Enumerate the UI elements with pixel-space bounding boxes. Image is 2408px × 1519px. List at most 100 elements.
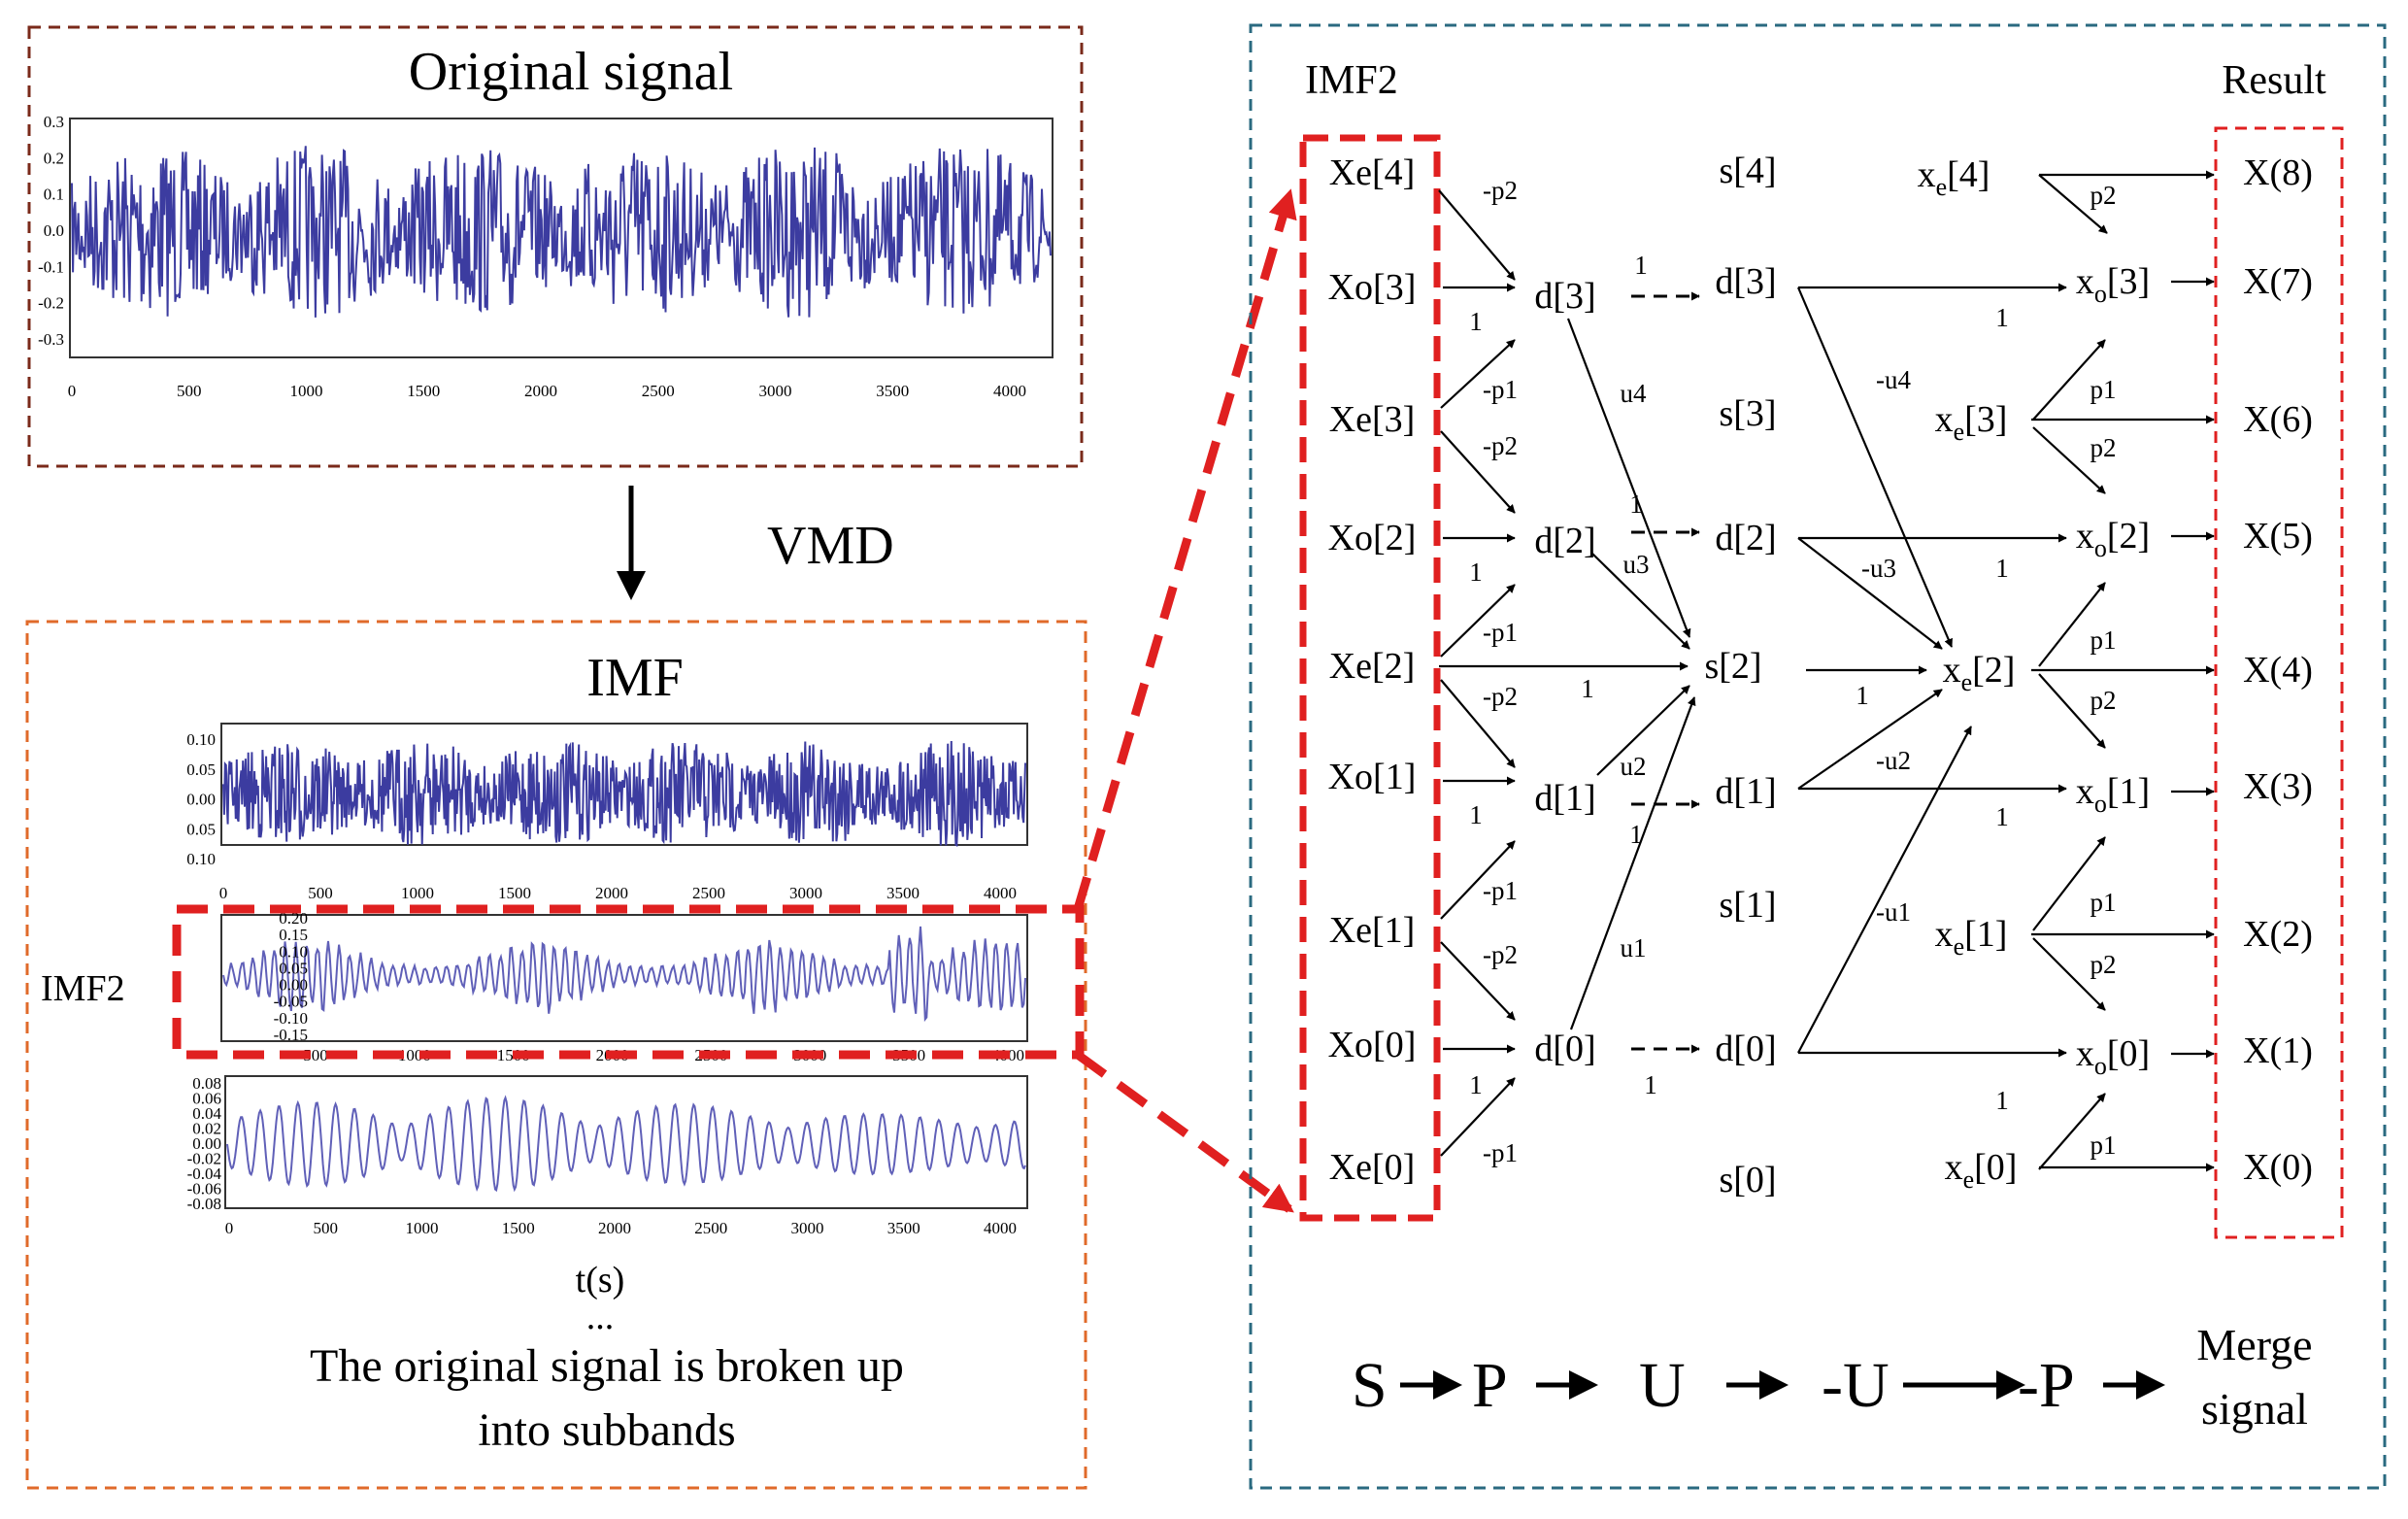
coef-label: p2: [2090, 686, 2117, 715]
flow-u: U: [1639, 1350, 1686, 1421]
input-node: Xe[0]: [1329, 1147, 1416, 1188]
output-node: X(0): [2243, 1147, 2313, 1188]
ellipsis: ...: [586, 1297, 615, 1337]
caption-line2: into subbands: [478, 1404, 735, 1456]
lifting-wires: [1438, 170, 2215, 1172]
lifting-box: [1249, 23, 2387, 1490]
output-node: X(4): [2243, 650, 2313, 691]
x-node: xe[0]: [1945, 1147, 2018, 1194]
x-tick-label: 2000: [524, 382, 557, 400]
x-tick-label: 1000: [290, 382, 323, 400]
x-node: xe[3]: [1935, 399, 2008, 446]
x-node: xo[3]: [2076, 261, 2150, 308]
coef-label: 1: [1469, 557, 1483, 587]
coef-label: p1: [2090, 375, 2117, 404]
x-tick-label: 3000: [759, 382, 792, 400]
coef-label: -u1: [1876, 897, 1911, 927]
y-tick-label: -0.02: [187, 1150, 221, 1168]
wire-arrow: [1440, 941, 1516, 1021]
wire-arrow: [2038, 582, 2106, 667]
coef-label: -u4: [1876, 365, 1911, 394]
x-tick-label: 2500: [694, 1219, 727, 1237]
x-tick-label: 1000: [401, 884, 434, 902]
wire-arrow: [1566, 318, 1691, 638]
lifting-nodes: Xe[4]Xo[3]Xe[3]Xo[2]Xe[2]Xo[1]Xe[1]Xo[0]…: [1328, 151, 2313, 1200]
d2-node: d[1]: [1715, 771, 1776, 812]
flow-minus-p: -P: [2018, 1350, 2075, 1421]
coef-label: 1: [1995, 303, 2009, 332]
flow-minus-u: -U: [1822, 1350, 1890, 1421]
wire-arrow: [2032, 339, 2106, 421]
input-node: Xo[0]: [1328, 1025, 1417, 1065]
output-node: X(3): [2243, 766, 2313, 807]
x-tick-label: 1000: [406, 1219, 439, 1237]
imf1-waveform: [222, 740, 1026, 847]
y-tick-label: -0.05: [274, 993, 308, 1011]
coef-label: 1: [1634, 251, 1648, 280]
d-node: d[3]: [1534, 276, 1595, 317]
coef-label: u2: [1621, 752, 1647, 781]
y-tick-label: -0.1: [38, 257, 64, 276]
x-tick-label: 1500: [498, 884, 531, 902]
imf3-waveform: [226, 1095, 1026, 1193]
output-node: X(2): [2243, 914, 2313, 955]
input-node: Xe[1]: [1329, 910, 1416, 951]
y-tick-label: -0.10: [274, 1009, 308, 1028]
input-node: Xe[4]: [1329, 152, 1416, 193]
x-node: xo[2]: [2076, 516, 2150, 562]
y-tick-label: -0.06: [187, 1180, 221, 1198]
s-node: s[4]: [1719, 151, 1776, 191]
coef-label: u3: [1623, 550, 1650, 579]
s-node: s[3]: [1719, 393, 1776, 434]
x-node: xo[1]: [2076, 771, 2150, 818]
y-tick-label: 0.00: [279, 976, 308, 995]
coef-label: 1: [1995, 554, 2009, 583]
output-node: X(1): [2243, 1030, 2313, 1071]
input-node: Xo[2]: [1328, 518, 1417, 558]
coef-label: p1: [2090, 888, 2117, 917]
input-node: Xe[2]: [1329, 646, 1416, 687]
x-node: xe[4]: [1918, 154, 1990, 201]
d2-node: d[0]: [1715, 1029, 1776, 1069]
outputs-red-box: [2214, 126, 2344, 1239]
coef-label: p2: [2090, 950, 2117, 979]
output-node: X(5): [2243, 516, 2313, 557]
coef-label: 1: [1995, 1086, 2009, 1115]
y-tick-label: 0.00: [186, 791, 216, 809]
wire-arrow: [1797, 726, 1972, 1054]
connector-bottom: [1075, 1051, 1294, 1213]
wire-arrow: [1440, 840, 1516, 920]
x-tick-label: 0: [68, 382, 77, 400]
imf2-highlight-box: [172, 904, 1085, 1060]
x-tick-label: 3500: [886, 884, 920, 902]
y-tick-label: 0.04: [192, 1104, 221, 1123]
time-axis-label: t(s): [576, 1260, 625, 1300]
imf2-waveform: [222, 926, 1026, 1023]
x-node: xe[1]: [1935, 914, 2008, 961]
wire-arrow: [2038, 174, 2108, 234]
y-tick-label: -0.04: [187, 1165, 222, 1183]
wire-arrow: [1440, 679, 1516, 768]
x-tick-label: 2000: [598, 1219, 631, 1237]
original-signal-title: Original signal: [409, 42, 733, 102]
d-node: d[0]: [1534, 1029, 1595, 1069]
coef-label: 1: [1469, 1070, 1483, 1099]
s-node: s[1]: [1719, 885, 1776, 926]
y-tick-label: 0.08: [192, 1074, 221, 1093]
flow-merge-line1: Merge: [2196, 1320, 2312, 1369]
y-tick-label: -0.2: [38, 294, 64, 313]
x-tick-label: 2000: [595, 884, 628, 902]
vmd-label: VMD: [767, 516, 894, 576]
y-tick-label: 0.10: [279, 942, 308, 961]
x-tick-label: 2500: [692, 884, 725, 902]
wire-arrow: [2032, 836, 2106, 931]
x-tick-label: 4000: [984, 884, 1017, 902]
x-tick-label: 4000: [993, 382, 1026, 400]
original-signal-box: [27, 25, 1084, 468]
input-node: Xe[3]: [1329, 399, 1416, 440]
y-tick-label: 0.05: [186, 820, 216, 838]
y-tick-label: 0.3: [44, 113, 64, 131]
